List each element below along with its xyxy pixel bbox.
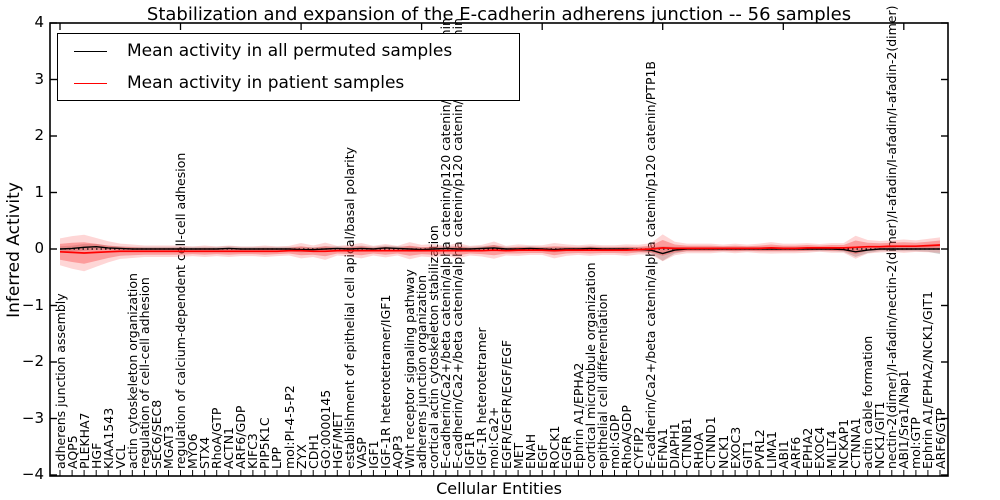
legend-entry-label: Mean activity in patient samples — [127, 73, 405, 93]
legend-line-permuted-sample — [74, 50, 107, 52]
legend: Mean activity in all permuted samples Me… — [57, 33, 520, 101]
legend-line-patient-sample — [74, 82, 107, 84]
x-tick-label: regulation of calcium-dependent cell-cel… — [173, 152, 189, 469]
legend-entry-label: Mean activity in all permuted samples — [127, 41, 453, 61]
y-tick-label: 4 — [34, 13, 44, 31]
y-tick-label: −2 — [21, 352, 44, 370]
legend-entry-patient: Mean activity in patient samples — [58, 68, 519, 98]
x-tick-label: E-cadherin/Ca2+/beta catenin/alpha caten… — [643, 60, 659, 469]
y-tick-label: 2 — [34, 126, 44, 144]
x-axis-label: Cellular Entities — [436, 479, 562, 498]
chart-title: Stabilization and expansion of the E-cad… — [146, 4, 852, 25]
y-tick-label: −4 — [21, 465, 44, 483]
legend-entry-permuted: Mean activity in all permuted samples — [58, 36, 519, 66]
y-tick-label: 3 — [34, 69, 44, 88]
y-tick-label: 1 — [34, 182, 44, 201]
x-tick-label: ARF6/GTP — [932, 407, 948, 469]
y-tick-label: −3 — [21, 408, 44, 427]
y-tick-label: −1 — [21, 295, 44, 314]
y-tick-label: 0 — [34, 239, 44, 257]
x-tick-label: establishment of epithelial cell apical/… — [341, 146, 357, 469]
